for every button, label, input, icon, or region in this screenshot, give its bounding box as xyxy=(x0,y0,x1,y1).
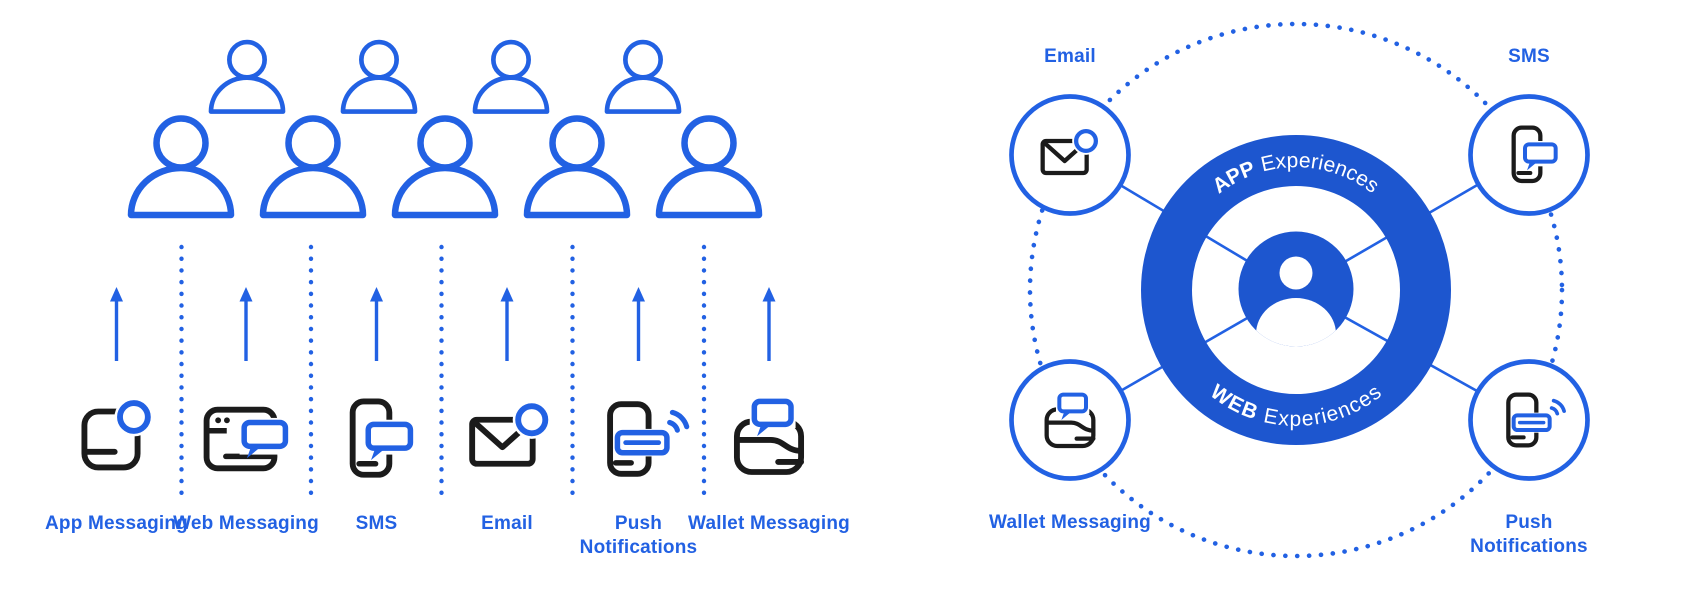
audience-front-row xyxy=(131,119,759,216)
sms-icon xyxy=(353,401,414,474)
person-icon xyxy=(527,119,627,216)
node-label-sms: SMS xyxy=(1508,46,1550,67)
dotted-orbit-circle xyxy=(1027,21,1565,559)
up-arrow-icon xyxy=(498,285,516,363)
channel-label-app-messaging: App Messaging xyxy=(44,513,188,534)
push-notifications-icon xyxy=(610,404,687,474)
channel-label-wallet-messaging: Wallet Messaging xyxy=(688,513,850,534)
node-push-notifications xyxy=(1468,359,1590,481)
node-wallet-messaging xyxy=(1009,359,1131,481)
satellite-nodes xyxy=(1009,94,1590,481)
node-sms xyxy=(1468,94,1590,216)
channel-label-sms: SMS xyxy=(355,513,398,534)
channels-to-audience-diagram: App Messaging Web Messaging SMS Email Pu… xyxy=(0,0,850,558)
up-arrow-icon xyxy=(108,285,125,363)
person-icon xyxy=(475,42,547,111)
app-messaging-icon xyxy=(84,398,153,468)
right-diagram-graphics: APPExperiences WEBExperiences xyxy=(1009,21,1590,559)
channel-label-email: Email xyxy=(481,513,533,534)
center-person-icon xyxy=(1238,231,1354,347)
node-label-wallet-messaging: Wallet Messaging xyxy=(989,512,1151,533)
node-label-email: Email xyxy=(1044,46,1096,67)
left-diagram-graphics xyxy=(0,0,846,500)
person-icon xyxy=(211,42,283,111)
wallet-messaging-icon xyxy=(737,397,801,472)
up-arrow-icon xyxy=(368,285,385,363)
channel-label-push-notifications: Push Notifications xyxy=(579,513,698,558)
node-label-push-notifications: Push Notifications xyxy=(1470,512,1588,557)
person-icon xyxy=(659,119,759,216)
person-icon xyxy=(395,119,495,216)
person-icon xyxy=(263,119,363,216)
up-arrow-icon xyxy=(760,285,778,363)
node-email xyxy=(1009,94,1131,216)
email-icon xyxy=(472,401,551,464)
person-icon xyxy=(607,42,679,111)
channel-label-web-messaging: Web Messaging xyxy=(173,513,319,534)
experience-hub-diagram: APPExperiences WEBExperiences xyxy=(846,0,1692,600)
experience-ring xyxy=(1141,135,1451,445)
audience-back-row xyxy=(211,42,679,111)
person-icon xyxy=(131,119,231,216)
up-arrow-icon xyxy=(237,285,255,363)
person-icon xyxy=(343,42,415,111)
up-arrows xyxy=(108,285,778,363)
up-arrow-icon xyxy=(630,285,647,363)
web-messaging-icon xyxy=(207,410,290,469)
